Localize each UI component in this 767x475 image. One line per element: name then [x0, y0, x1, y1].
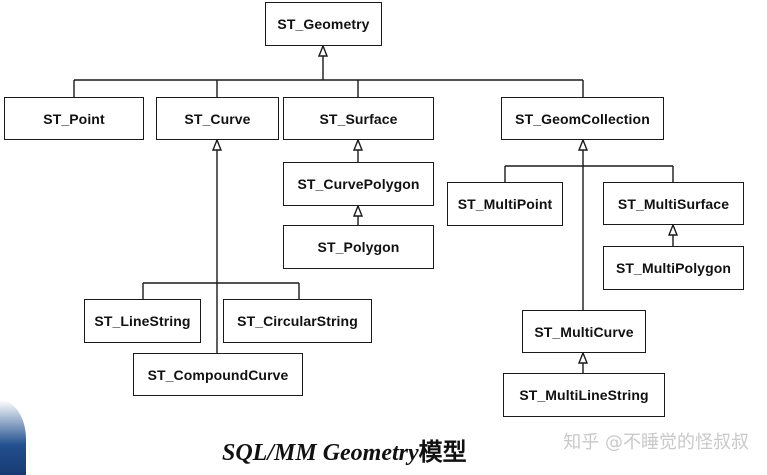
node-st-geomcollection: ST_GeomCollection	[501, 97, 664, 140]
watermark-text: 知乎 @不睡觉的怪叔叔	[563, 432, 749, 453]
node-st-polygon: ST_Polygon	[283, 225, 434, 269]
node-st-multipoint: ST_MultiPoint	[447, 182, 563, 226]
node-st-linestring: ST_LineString	[84, 299, 201, 343]
node-st-multisurface: ST_MultiSurface	[603, 182, 744, 225]
node-st-geometry: ST_Geometry	[265, 2, 382, 46]
node-st-multicurve: ST_MultiCurve	[522, 310, 646, 353]
node-st-curvepolygon: ST_CurvePolygon	[283, 162, 434, 206]
arrowhead-geomcollection	[577, 138, 589, 151]
node-st-compoundcurve: ST_CompoundCurve	[133, 353, 303, 396]
caption-cjk: 模型	[418, 437, 467, 466]
node-st-multipolygon: ST_MultiPolygon	[603, 246, 744, 290]
arrowhead-surface	[352, 138, 364, 151]
arrowhead-curve	[211, 138, 223, 151]
node-st-multilinestring: ST_MultiLineString	[503, 373, 665, 417]
caption-latin: SQL/MM Geometry	[222, 440, 419, 466]
node-st-curve: ST_Curve	[156, 97, 279, 140]
node-st-surface: ST_Surface	[283, 97, 434, 140]
arrowhead-multicurve	[577, 351, 589, 364]
arrowhead-root	[317, 44, 329, 57]
node-st-circularstring: ST_CircularString	[223, 299, 372, 343]
diagram-caption: SQL/MM Geometry模型	[222, 434, 467, 470]
node-st-point: ST_Point	[4, 97, 144, 140]
arrowhead-curvepolygon	[352, 204, 364, 217]
arrowhead-multisurface	[667, 223, 679, 236]
